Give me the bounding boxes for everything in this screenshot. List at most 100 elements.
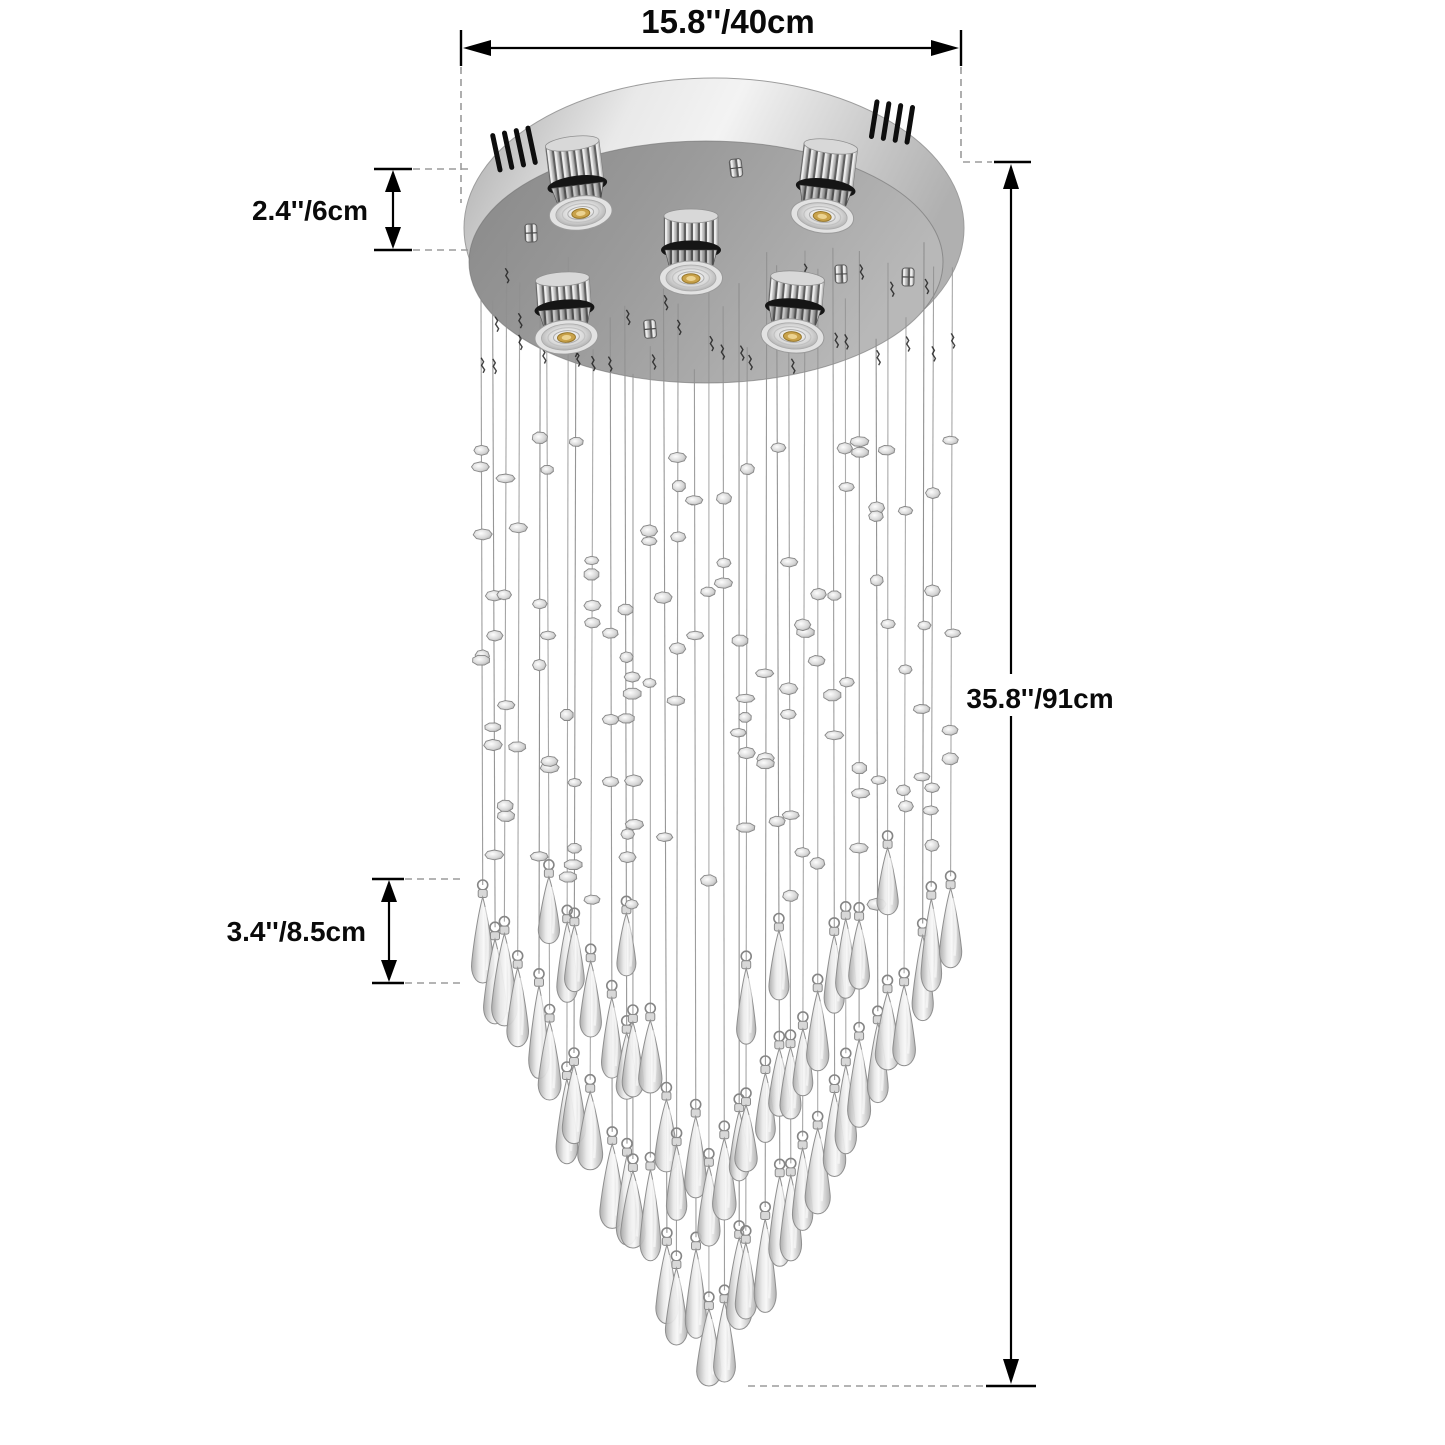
crystal-strand	[745, 347, 754, 1231]
crystal-bead	[623, 671, 641, 683]
crystal-bead	[827, 590, 842, 601]
crystal-bead	[568, 436, 584, 447]
wire-reflection	[739, 345, 745, 361]
wire-reflection	[844, 334, 850, 350]
bead-facet	[620, 828, 636, 840]
vent-slit	[501, 130, 515, 170]
bead-facet	[584, 555, 600, 566]
bead-facet	[870, 775, 887, 785]
crystal-bead	[619, 651, 634, 664]
wire-reflection	[834, 332, 840, 349]
suspension-wire	[662, 288, 668, 1233]
crystal-highlight	[819, 1001, 824, 1060]
bead-facet	[568, 436, 584, 447]
crystal-bead	[849, 842, 869, 854]
crystal-strand	[922, 242, 930, 924]
crystal-bead	[531, 658, 547, 672]
spotlight-housing-top	[535, 271, 590, 287]
bead-facet	[540, 755, 559, 767]
bead-facet	[729, 727, 747, 738]
bead-facet	[622, 687, 642, 700]
crystal-strand	[693, 369, 697, 1238]
bead-facet	[735, 693, 756, 704]
crystal-bead	[700, 874, 718, 887]
crystal-bead	[942, 435, 959, 446]
crystal-body	[537, 875, 560, 944]
wire-reflection	[931, 346, 937, 362]
reflector-ring	[552, 330, 580, 344]
teardrop-crystal	[939, 870, 963, 969]
bead-facet	[924, 782, 941, 793]
bead-facet	[944, 628, 962, 638]
crystal-highlight	[766, 1228, 772, 1299]
spotlight	[760, 270, 825, 354]
bead-facet	[618, 713, 635, 724]
crystal-cap	[760, 1211, 771, 1220]
crystal-highlight	[634, 1031, 640, 1086]
crystal-bead	[897, 505, 914, 516]
crystal-bead	[716, 492, 732, 505]
crystal-bead	[560, 709, 574, 721]
bead-facet	[563, 859, 583, 871]
bead-facet	[716, 557, 732, 569]
crystal-bead	[583, 568, 600, 581]
bead-facet	[483, 738, 503, 752]
bead-facet	[942, 435, 959, 446]
teardrop-crystal	[638, 1002, 663, 1094]
bead-facet	[897, 800, 914, 813]
crystal-bead	[495, 473, 516, 484]
crystal-body	[639, 1169, 662, 1262]
reflector-ring	[671, 268, 711, 288]
bead-facet	[602, 627, 619, 639]
bead-facet	[496, 799, 514, 813]
spotlight-housing-top	[803, 138, 859, 155]
spotlight	[659, 208, 723, 296]
crystal-highlight	[613, 1007, 619, 1067]
crystal-bead	[851, 446, 870, 458]
bead-facet	[655, 832, 674, 842]
crystal-bead	[739, 463, 755, 476]
crystal-bead	[601, 776, 620, 788]
crystal-bead	[729, 727, 747, 738]
crystal-bead	[484, 849, 505, 861]
bead-facet	[619, 651, 634, 664]
arrowhead-down	[1003, 1359, 1019, 1384]
bead-facet	[739, 463, 755, 476]
crystal-body	[712, 1136, 737, 1221]
crystal-bead	[496, 810, 516, 822]
reflector-ring	[677, 271, 705, 285]
crystal-strand	[538, 314, 547, 974]
bead-facet	[913, 772, 931, 782]
crystal-bead	[898, 664, 913, 675]
teardrop-crystal	[537, 1003, 562, 1101]
dimension-crystal-drop-length: 3.4''/8.5cm	[227, 877, 465, 985]
crystal-bead	[567, 777, 583, 788]
arrowhead-down	[385, 227, 401, 249]
crystal-bead	[735, 693, 756, 704]
suspension-wire	[480, 299, 484, 886]
bead-facet	[540, 464, 554, 475]
wire-reflection	[480, 357, 486, 374]
bead-facet	[567, 842, 582, 854]
crystal-bead	[601, 713, 620, 726]
bead-facet	[473, 444, 490, 456]
crystal-bead	[486, 629, 504, 642]
bead-facet	[531, 658, 547, 672]
vent-slit	[904, 105, 916, 145]
spotlight-housing-top	[663, 208, 719, 224]
bead-facet	[770, 442, 787, 453]
bead-facet	[539, 630, 557, 641]
wire-connector	[524, 223, 538, 243]
crystal-bead	[782, 889, 799, 902]
teardrop-crystal	[753, 1201, 777, 1313]
wire-reflection	[541, 348, 547, 364]
bead-facet	[827, 590, 842, 601]
crystal-bead	[809, 857, 826, 870]
arrowhead-up	[381, 880, 397, 902]
bead-facet	[470, 461, 490, 473]
crystal-bead	[807, 655, 826, 667]
crystal-highlight	[951, 898, 957, 956]
crystal-bead	[895, 784, 911, 797]
crystal-highlight	[627, 923, 633, 967]
bead-facet	[880, 618, 896, 630]
